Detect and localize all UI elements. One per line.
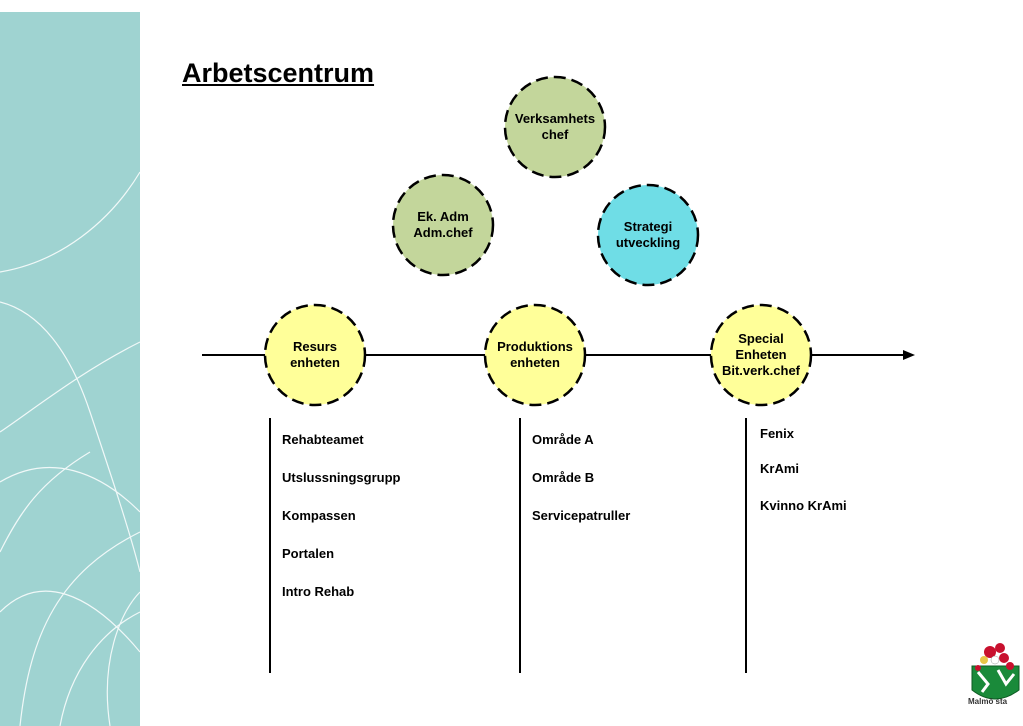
list-item: KrAmi xyxy=(760,461,800,476)
verksamhetschef-circle xyxy=(503,75,607,179)
list-item: Intro Rehab xyxy=(282,584,355,599)
produktion-circle xyxy=(483,303,587,407)
special-circle xyxy=(709,303,813,407)
list-item: Område A xyxy=(532,432,594,447)
page-title: Arbetscentrum xyxy=(182,58,375,88)
logo-text: Malmö sta xyxy=(968,697,1008,706)
list-item: Fenix xyxy=(760,426,794,441)
ek-adm-circle xyxy=(391,173,495,277)
sidebar-wave-lines xyxy=(0,171,140,726)
list-item: Portalen xyxy=(282,546,335,561)
special-list: Fenix KrAmi Kvinno KrAmi xyxy=(760,426,847,536)
list-item: Kompassen xyxy=(282,508,356,523)
list-item: Kvinno KrAmi xyxy=(760,498,847,513)
list-item: Servicepatruller xyxy=(532,508,631,523)
resurs-list: Rehabteamet Utslussningsgrupp Kompassen … xyxy=(282,432,400,622)
list-item: Område B xyxy=(532,470,595,485)
decorative-sidebar xyxy=(0,12,140,726)
list-item: Utslussningsgrupp xyxy=(282,470,401,485)
produktion-list: Område A Område B Servicepatruller xyxy=(532,432,630,546)
strategi-circle xyxy=(596,183,700,287)
malmo-stad-coat-of-arms-icon xyxy=(968,640,1023,710)
timeline-arrowhead xyxy=(903,350,915,360)
list-item: Rehabteamet xyxy=(282,432,364,447)
resurs-circle xyxy=(263,303,367,407)
